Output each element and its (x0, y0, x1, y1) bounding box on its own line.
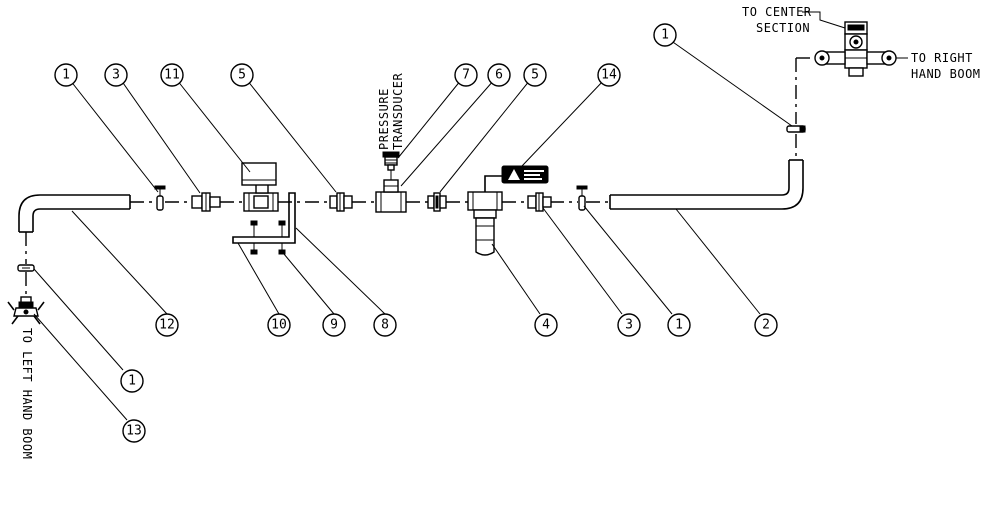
pressure-transducer-label: PRESSURE TRANSDUCER (377, 72, 405, 150)
callout-number: 1 (675, 318, 683, 333)
callout-number: 10 (271, 318, 287, 333)
hose-clamp-left (154, 185, 166, 211)
callout-10: 10 (267, 313, 291, 337)
callout-2: 2 (754, 313, 778, 337)
callout-number: 3 (112, 68, 120, 83)
callout-4: 4 (534, 313, 558, 337)
callout-14: 14 (597, 63, 621, 87)
center-line (25, 57, 812, 296)
bracket-nuts (250, 243, 286, 255)
callout-number: 1 (661, 28, 669, 43)
callout-number: 8 (381, 318, 389, 333)
label-leaders (802, 11, 908, 59)
pressure-label-line2: TRANSDUCER (391, 72, 405, 150)
callout-1-top-right: 1 (653, 23, 677, 47)
callout-leaders (33, 39, 793, 421)
tee-fitting (375, 179, 407, 213)
hose-clamp-vertical (17, 264, 35, 272)
callout-number: 4 (542, 318, 550, 333)
callout-13: 13 (122, 419, 146, 443)
callout-number: 1 (128, 374, 136, 389)
hose-clamp-top (786, 125, 806, 133)
to-right-label-line1: TO RIGHT (911, 51, 973, 65)
hose-clamp-right (576, 185, 588, 211)
bracket-bolts (250, 220, 286, 237)
callout-number: 5 (238, 68, 246, 83)
callout-number: 2 (762, 318, 770, 333)
callout-number: 1 (62, 68, 70, 83)
pressure-label-line1: PRESSURE (377, 88, 391, 150)
callout-number: 14 (601, 68, 617, 83)
callout-8: 8 (373, 313, 397, 337)
hose-right-elbow (609, 159, 804, 210)
nipple-fitting-left (329, 192, 353, 212)
hose-barb-fitting-right (527, 192, 552, 212)
warning-decal (501, 165, 549, 184)
callout-number: 7 (462, 68, 470, 83)
hose-barb-fitting-left (191, 192, 221, 212)
callout-1-bottom: 1 (667, 313, 691, 337)
callout-1-top-left: 1 (54, 63, 78, 87)
callout-12: 12 (155, 313, 179, 337)
boom-quick-fitting (7, 296, 45, 325)
callout-number: 9 (330, 318, 338, 333)
callout-5-right: 5 (523, 63, 547, 87)
callout-3-top-left: 3 (104, 63, 128, 87)
to-right-label-line2: HAND BOOM (911, 67, 981, 81)
callout-7: 7 (454, 63, 478, 87)
nipple-fitting-right (427, 192, 447, 212)
callout-number: 12 (159, 318, 175, 333)
line-strainer (467, 175, 503, 256)
to-center-label-line1: TO CENTER (742, 5, 812, 19)
hose-left-elbow (18, 194, 131, 233)
to-left-label: TO LEFT HAND BOOM (20, 328, 34, 459)
callout-3-bottom: 3 (617, 313, 641, 337)
callout-number: 11 (164, 68, 180, 83)
callout-9: 9 (322, 313, 346, 337)
callout-5-left: 5 (230, 63, 254, 87)
callout-6: 6 (487, 63, 511, 87)
ball-valve (241, 162, 279, 212)
callout-number: 3 (625, 318, 633, 333)
callout-number: 6 (495, 68, 503, 83)
callout-11: 11 (160, 63, 184, 87)
callout-1-lower-left: 1 (120, 369, 144, 393)
callout-number: 13 (126, 424, 142, 439)
callout-number: 5 (531, 68, 539, 83)
to-center-label-line2: SECTION (756, 21, 810, 35)
mounting-bracket (232, 192, 296, 244)
boom-manifold (814, 21, 897, 77)
pressure-transducer (382, 151, 400, 180)
